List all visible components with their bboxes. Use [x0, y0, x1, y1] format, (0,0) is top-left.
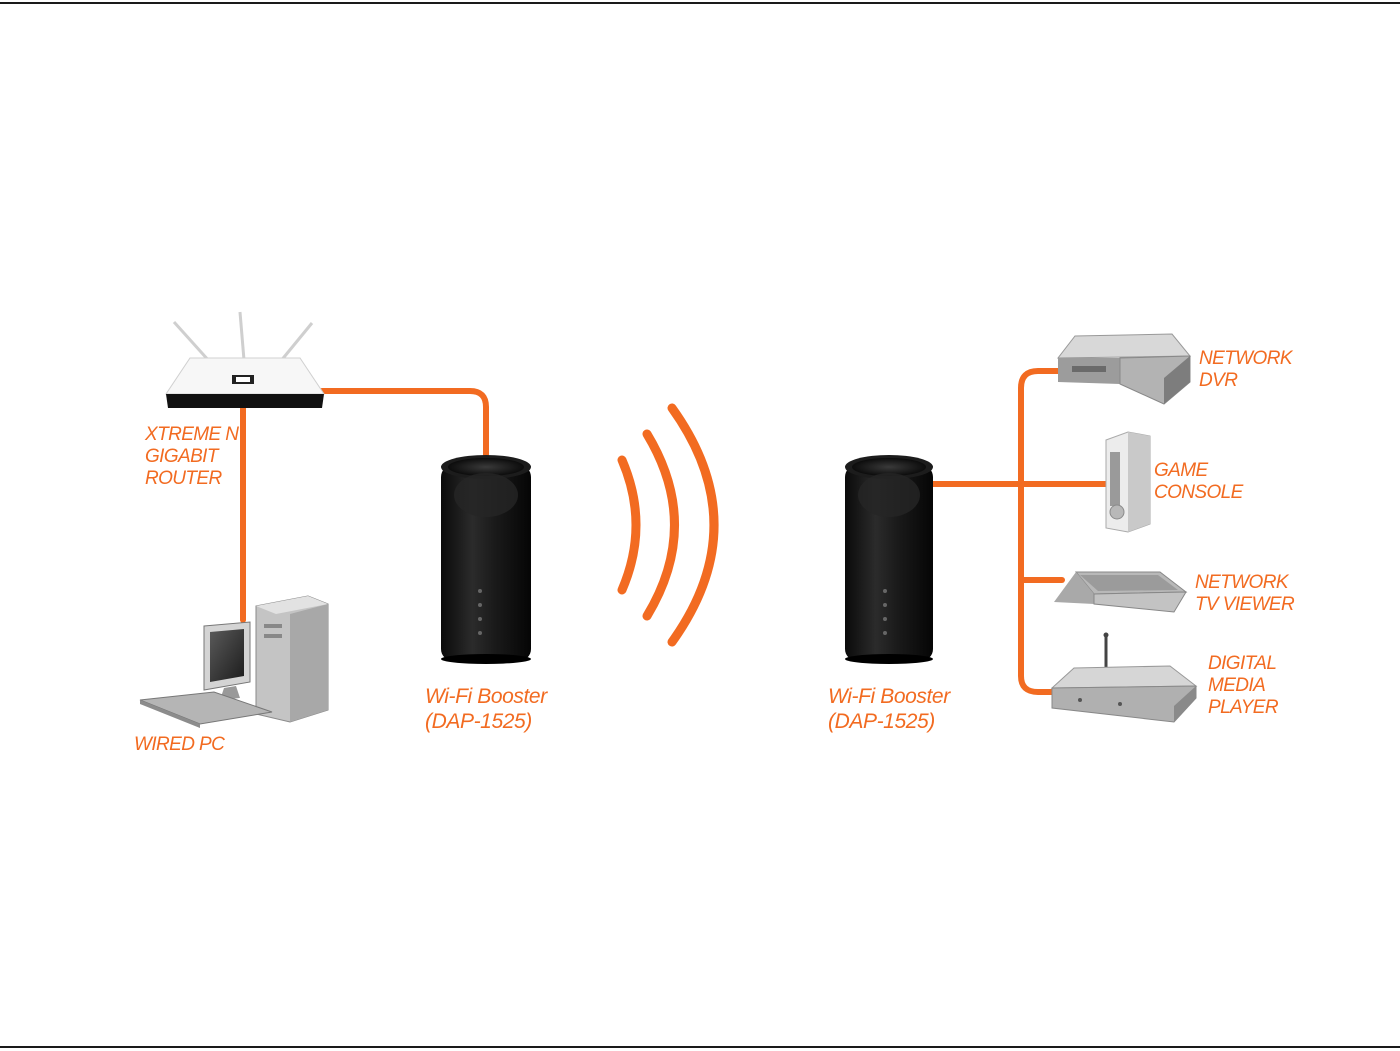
label-router: XTREME N GIGABIT ROUTER — [144, 424, 243, 489]
label-booster-right: Wi-Fi Booster (DAP-1525) — [828, 685, 955, 733]
cable-bus — [1021, 371, 1058, 692]
media-player-icon — [1052, 633, 1196, 723]
dvr-icon — [1058, 334, 1190, 404]
label-game-console: GAME CONSOLE — [1154, 460, 1244, 503]
wifi-booster-icon-left — [441, 455, 531, 664]
label-booster-left: Wi-Fi Booster (DAP-1525) — [425, 685, 552, 733]
tv-viewer-icon — [1054, 572, 1186, 612]
label-network-tv-viewer: NETWORK TV VIEWER — [1195, 572, 1295, 615]
router-icon — [166, 312, 324, 408]
wifi-booster-icon-right — [845, 455, 933, 664]
desktop-pc-icon — [140, 596, 328, 728]
label-digital-media-player: DIGITAL MEDIA PLAYER — [1208, 653, 1281, 718]
label-wired-pc: WIRED PC — [134, 734, 225, 755]
wireless-signal-icon — [622, 408, 714, 642]
game-console-icon — [1106, 432, 1150, 532]
label-network-dvr: NETWORK DVR — [1199, 348, 1297, 391]
cable-router-to-booster — [322, 391, 486, 460]
